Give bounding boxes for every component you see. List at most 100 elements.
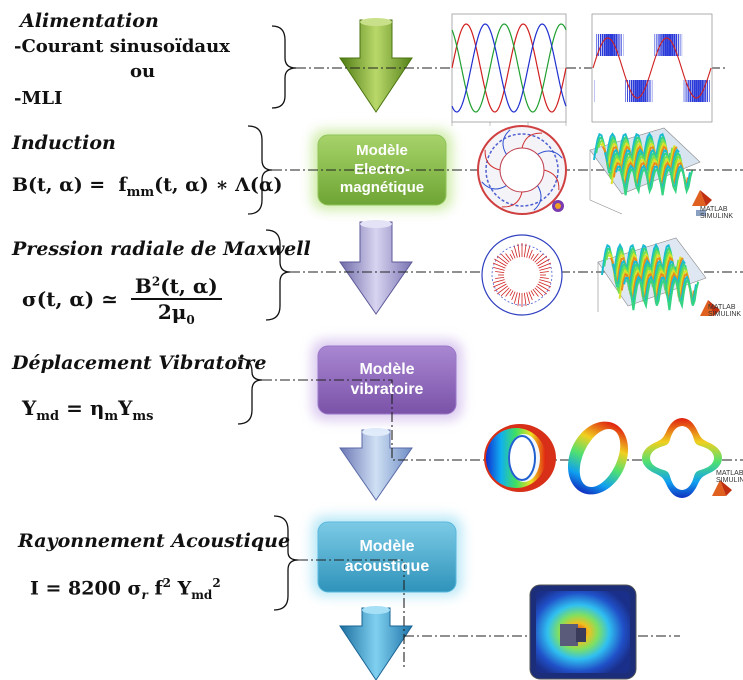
pressure-spike: [537, 258, 550, 267]
pwm-pulse: [640, 80, 643, 102]
pressure-spike: [536, 255, 548, 265]
pwm-pulse: [631, 80, 633, 102]
surface-ridge: [612, 160, 689, 189]
pwm-pulse: [625, 80, 626, 102]
pwm-pulse: [709, 80, 710, 102]
pwm-pulse: [599, 34, 602, 56]
pwm-pulse: [603, 34, 606, 56]
pressure-spike: [496, 285, 508, 295]
model-electromagnetique-box: Modèle Electro- magnétique: [318, 135, 446, 205]
pressure-spike: [536, 285, 548, 295]
pwm-pulse: [693, 80, 696, 102]
pressure-spike: [509, 254, 514, 260]
field-line: [533, 185, 542, 211]
pwm-pulse: [627, 80, 629, 102]
pwm-pulse: [596, 34, 597, 56]
pressure-spike: [511, 291, 516, 301]
model-vib-line1: Modèle: [359, 361, 415, 378]
arrow-2: [339, 220, 413, 315]
model-ac-line2: acoustique: [344, 558, 430, 575]
pressure-spike: [526, 246, 531, 258]
field-line: [543, 169, 560, 191]
surface-ridge: [617, 167, 694, 196]
surface-ridge: [601, 144, 678, 173]
pressure-spike: [539, 279, 551, 284]
pressure-spike: [513, 246, 518, 258]
pwm-pulse: [644, 80, 647, 102]
pwm-pulse: [666, 34, 668, 56]
pressure-spike: [523, 243, 527, 258]
pwm-pulse: [646, 80, 648, 102]
pressure-spike: [539, 271, 549, 274]
pressure-spike: [496, 255, 508, 265]
surface-ridge: [615, 164, 691, 191]
vibration-mode-1: [567, 421, 629, 495]
pressure-spike: [528, 249, 533, 259]
brace-group: [237, 25, 299, 611]
matlab-logo-icon: [692, 190, 712, 216]
pression-formula: σ(t, α) ≃ B2(t, α) 2μ0: [22, 274, 222, 327]
pwm-pulse: [605, 34, 608, 56]
surface-ridge: [625, 278, 700, 311]
pwm-pulse: [638, 80, 641, 102]
pressure-spike: [513, 292, 518, 304]
pressure-spike: [500, 253, 510, 263]
pwm-pulse: [668, 34, 670, 56]
pwm-plot: [591, 13, 713, 123]
model-em-line3: magnétique: [339, 179, 425, 197]
pwm-pulse: [683, 80, 685, 102]
pwm-pulse: [691, 80, 694, 102]
matlab-logo-icon: [700, 300, 720, 316]
pwm-pulse: [648, 80, 650, 102]
pwm-pulse: [664, 34, 667, 56]
pressure-spike: [530, 290, 535, 296]
pressure-spike: [492, 262, 506, 269]
pwm-pulse: [619, 34, 621, 56]
pwm-pulse: [707, 80, 709, 102]
pressure-spike: [532, 289, 539, 297]
pwm-pulse: [677, 34, 679, 56]
pwm-pulse: [705, 80, 707, 102]
field-line: [481, 181, 507, 190]
pressure-spike: [505, 253, 512, 261]
em-field-crosssection: [477, 125, 567, 215]
arrow-3: [339, 428, 413, 501]
pression-numerator: B2(t, α): [130, 274, 222, 300]
surface-ridge: [603, 246, 678, 277]
field-line: [501, 191, 523, 208]
pressure-spike: [538, 262, 552, 269]
pressure-spike: [530, 254, 535, 260]
induction-formula: B(t, α) = fmm(t, α) ∗ Λ(α): [12, 174, 283, 200]
surface-ridge: [599, 141, 676, 169]
pressure-spike: [528, 291, 533, 301]
pwm-pulse: [635, 80, 637, 102]
pwm-pulse: [658, 34, 660, 56]
pwm-pulse: [607, 34, 610, 56]
pwm-pulse: [617, 34, 619, 56]
pwm-pulse: [670, 34, 672, 56]
field-line: [521, 132, 543, 149]
pressure-spike: [495, 271, 505, 274]
model-vibratoire-box: Modèle vibratoire: [318, 346, 456, 414]
pwm-pulse: [685, 80, 687, 102]
matlab-logo-icon: [712, 480, 732, 496]
sinusoidal-currents-plot: [451, 13, 567, 126]
model-vib-line2: vibratoire: [350, 381, 424, 398]
pressure-spike: [537, 283, 550, 292]
alimentation-line2: ou: [130, 61, 156, 82]
pwm-pulse: [654, 34, 656, 56]
pwm-pulse: [703, 80, 705, 102]
deplacement-formula: Ymd = ηmYms: [22, 396, 154, 424]
pressure-spike: [526, 292, 531, 304]
surface-ridge: [620, 271, 695, 304]
pwm-pulse: [675, 34, 678, 56]
radial-pressure-polar-plot: [481, 234, 563, 316]
pwm-pulse: [656, 34, 658, 56]
surface-ridge: [609, 255, 684, 288]
pwm-pulse: [615, 34, 617, 56]
deplacement-title: Déplacement Vibratoire: [12, 352, 267, 374]
field-line: [537, 150, 563, 159]
pressure-spike: [505, 289, 512, 297]
